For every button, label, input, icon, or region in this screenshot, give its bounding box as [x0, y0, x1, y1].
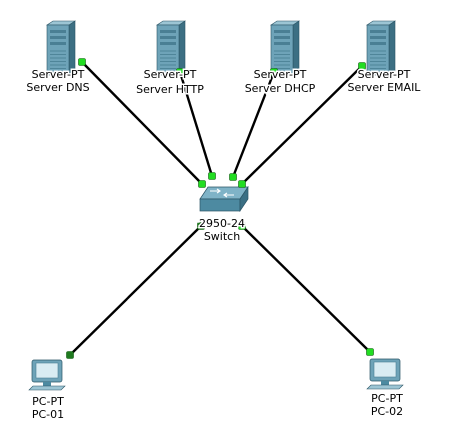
server-email-name-label: Server EMAIL	[348, 81, 422, 94]
port-status-light-switch-server-dns	[198, 180, 206, 188]
switch-name-label: Switch	[204, 230, 240, 243]
port-status-light-pc-02	[366, 348, 374, 356]
server-dhcp-name-label: Server DHCP	[245, 82, 316, 95]
link-server-email-switch[interactable]	[241, 65, 363, 185]
port-status-light-switch-server-http	[208, 172, 216, 180]
port-status-light-server-email	[358, 62, 366, 70]
server-dhcp-device[interactable]	[270, 20, 300, 76]
switch-device[interactable]	[199, 185, 249, 213]
link-server-http-switch[interactable]	[178, 71, 214, 177]
port-status-light-pc-01	[66, 351, 74, 359]
port-status-light-server-http	[176, 68, 184, 76]
pc-01-device[interactable]	[28, 359, 66, 391]
pc-01-model-label: PC-PT	[32, 395, 64, 408]
link-server-dns-switch[interactable]	[81, 61, 203, 185]
ports-layer	[66, 58, 374, 359]
pc-01-name-label: PC-01	[32, 408, 64, 421]
server-dns-device[interactable]	[46, 20, 76, 76]
server-dns-name-label: Server DNS	[26, 81, 89, 94]
port-status-light-server-dhcp	[270, 68, 278, 76]
link-pc-02-switch[interactable]	[241, 225, 371, 353]
devices-layer	[28, 20, 404, 391]
link-pc-01-switch[interactable]	[69, 225, 202, 356]
switch-model-label: 2950-24	[199, 217, 245, 230]
port-status-light-server-dns	[78, 58, 86, 66]
port-status-light-switch-server-email	[238, 180, 246, 188]
server-email-device[interactable]	[366, 20, 396, 76]
server-dhcp-model-label: Server-PT	[254, 68, 307, 81]
server-dns-model-label: Server-PT	[32, 68, 85, 81]
links-layer	[69, 61, 371, 356]
port-status-light-switch-pc-01	[197, 222, 205, 230]
pc-02-device[interactable]	[366, 358, 404, 390]
server-http-model-label: Server-PT	[144, 68, 197, 81]
port-status-light-switch-pc-02	[238, 222, 246, 230]
pc-02-model-label: PC-PT	[371, 392, 403, 405]
link-server-dhcp-switch[interactable]	[231, 71, 276, 178]
pc-02-name-label: PC-02	[371, 405, 403, 418]
server-http-name-label: Server HTTP	[136, 83, 204, 96]
server-http-device[interactable]	[156, 20, 186, 76]
port-status-light-switch-server-dhcp	[229, 173, 237, 181]
server-email-model-label: Server-PT	[358, 68, 411, 81]
